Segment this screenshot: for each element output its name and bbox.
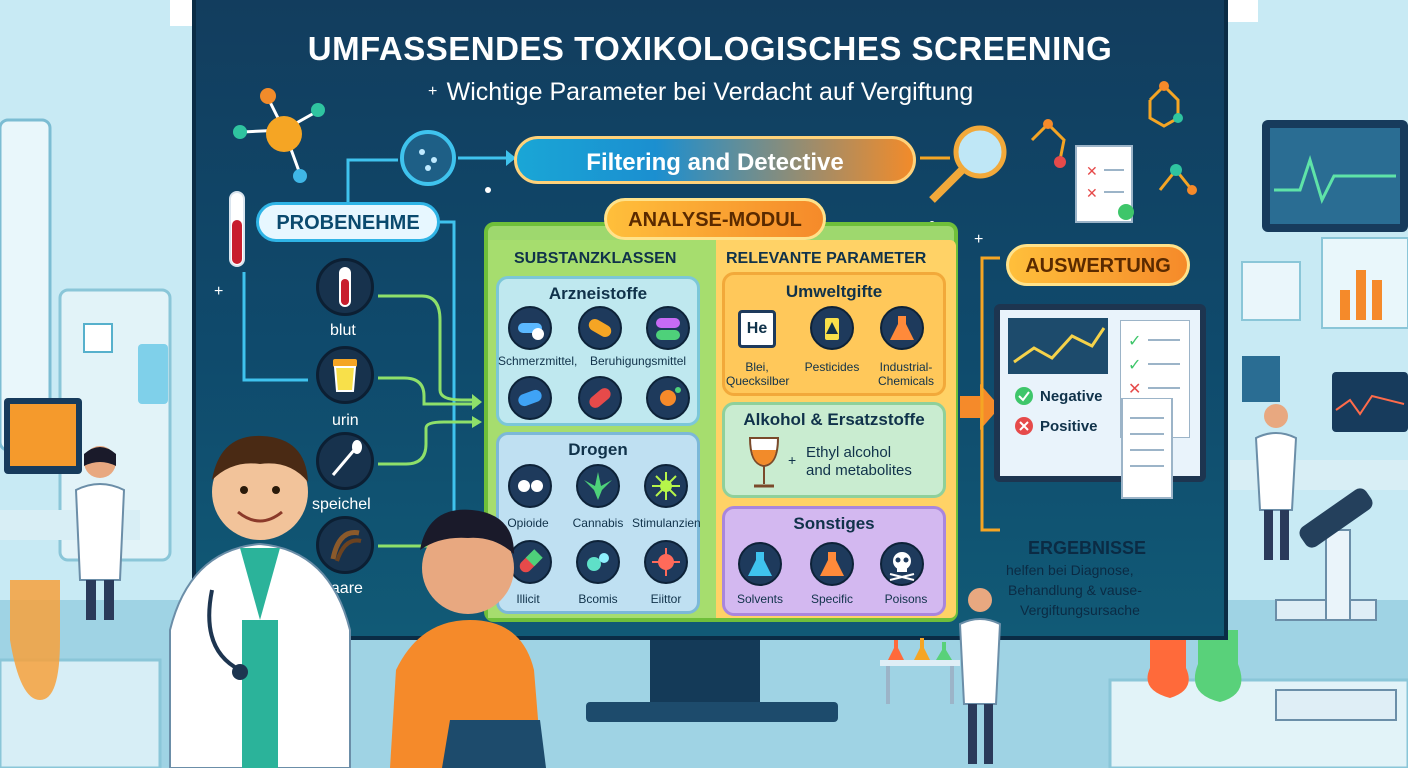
lab-table-illustration bbox=[880, 638, 960, 704]
flask-icon bbox=[738, 542, 782, 586]
arzneistoffe-caption-b: Beruhigungsmittel bbox=[590, 354, 687, 368]
flask-icon bbox=[810, 542, 854, 586]
urine-cup-icon bbox=[316, 346, 374, 404]
page-subtitle: Wichtige Parameter bei Verdacht auf Verg… bbox=[446, 78, 974, 106]
sonstiges-label-poisons: Poisons bbox=[884, 592, 928, 606]
virus-icon bbox=[644, 540, 688, 584]
umweltgifte-title: Umweltgifte bbox=[785, 282, 883, 301]
alkohol-line1: Ethyl alcohol bbox=[806, 444, 892, 461]
sonstiges-label-specific: Specific bbox=[810, 592, 854, 606]
capsule-icon bbox=[578, 306, 622, 350]
sonstiges-title: Sonstiges bbox=[793, 514, 875, 533]
check-circle-icon bbox=[1015, 387, 1033, 405]
ergebnisse-line1: helfen bei Diagnose, bbox=[1006, 562, 1134, 578]
capsule-icon bbox=[508, 540, 552, 584]
sonstiges-label-solvents: Solvents bbox=[736, 592, 784, 606]
svg-text:+: + bbox=[974, 231, 983, 248]
umweltgifte-label-pesticides: Pesticides bbox=[804, 360, 860, 374]
tablets-icon bbox=[646, 306, 690, 350]
doctor-patient-illustration bbox=[169, 435, 546, 768]
umweltgifte-label-industrial: Industrial- bbox=[879, 360, 933, 374]
opioid-pills-icon bbox=[508, 464, 552, 508]
alkohol-title: Alkohol & Ersatzstoffe bbox=[743, 410, 925, 429]
svg-text:+: + bbox=[214, 283, 223, 300]
sample-label-blut: blut bbox=[330, 322, 356, 339]
drogen-label-illicit: Illicit bbox=[516, 592, 540, 606]
result-negative: Negative bbox=[1040, 388, 1103, 405]
substance-classes-heading: SUBSTANZKLASSEN bbox=[514, 250, 677, 267]
capsule-icon bbox=[508, 376, 552, 420]
svg-text:✓: ✓ bbox=[1128, 357, 1141, 374]
result-positive: Positive bbox=[1040, 418, 1098, 435]
virus-icon bbox=[646, 376, 690, 420]
swab-icon bbox=[316, 432, 374, 490]
drogen-label-stimulanzien: Stimulanzien bbox=[632, 516, 701, 530]
printout-icon bbox=[1121, 398, 1173, 499]
blood-tube-icon bbox=[316, 258, 374, 316]
technician-illustration bbox=[958, 588, 1002, 764]
drogen-label-bcomis: Bcomis bbox=[578, 592, 618, 606]
wine-glass-icon bbox=[748, 437, 780, 488]
pill-icon bbox=[508, 306, 552, 350]
drogen-title: Drogen bbox=[568, 440, 628, 459]
arzneistoffe-caption-a: Schmerzmittel, bbox=[498, 354, 578, 368]
technician-illustration bbox=[74, 446, 126, 620]
filter-detective-pill: Filtering and Detective bbox=[514, 136, 916, 184]
element-he-icon: He bbox=[738, 310, 776, 348]
drogen-label-cannabis: Cannabis bbox=[572, 516, 624, 530]
alkohol-line2: and metabolites bbox=[806, 462, 912, 479]
drogen-label-opioide: Opioide bbox=[507, 516, 549, 530]
board-decorations: ✕ ✕ + + + bbox=[214, 81, 1197, 608]
svg-text:✕: ✕ bbox=[1086, 185, 1098, 201]
probenehme-pill: PROBENEHME bbox=[256, 202, 440, 242]
analyse-module-pill: ANALYSE-MODUL bbox=[604, 198, 826, 240]
sample-label-urin: urin bbox=[332, 412, 359, 429]
capsule-icon bbox=[578, 376, 622, 420]
stimulant-icon bbox=[644, 464, 688, 508]
ergebnisse-line3: Vergiftungsursache bbox=[1020, 602, 1140, 618]
auswertung-pill: AUSWERTUNG bbox=[1006, 244, 1190, 286]
ergebnisse-title: ERGEBNISSE bbox=[1028, 538, 1147, 558]
svg-text:✕: ✕ bbox=[1128, 381, 1141, 398]
technician-illustration bbox=[1254, 404, 1298, 560]
svg-text:✕: ✕ bbox=[1086, 163, 1098, 179]
crystals-icon bbox=[576, 540, 620, 584]
line-chart-icon bbox=[1008, 318, 1108, 374]
ergebnisse-line2: Behandlung & vause- bbox=[1008, 582, 1142, 598]
relevant-parameters-heading: RELEVANTE PARAMETER bbox=[726, 250, 927, 267]
hair-icon bbox=[316, 516, 374, 574]
arzneistoffe-title: Arzneistoffe bbox=[548, 284, 648, 303]
umweltgifte-label-blei: Blei, bbox=[745, 360, 769, 374]
cannabis-leaf-icon bbox=[576, 464, 620, 508]
page-title: UMFASSENDES TOXIKOLOGISCHES SCREENING bbox=[307, 30, 1113, 67]
hazard-bottle-icon bbox=[810, 306, 854, 350]
flask-icon bbox=[880, 306, 924, 350]
alkohol-plus: + bbox=[788, 452, 797, 468]
skull-icon bbox=[880, 542, 924, 586]
sample-label-speichel: speichel bbox=[312, 496, 371, 513]
x-circle-icon bbox=[1015, 417, 1033, 435]
svg-text:+: + bbox=[428, 83, 437, 100]
drogen-label-eiittor: Eiittor bbox=[650, 592, 682, 606]
umweltgifte-label-quecksilber: Quecksilber bbox=[726, 374, 790, 388]
umweltgifte-label-chemicals: Chemicals bbox=[877, 374, 934, 388]
svg-text:✓: ✓ bbox=[1128, 333, 1141, 350]
